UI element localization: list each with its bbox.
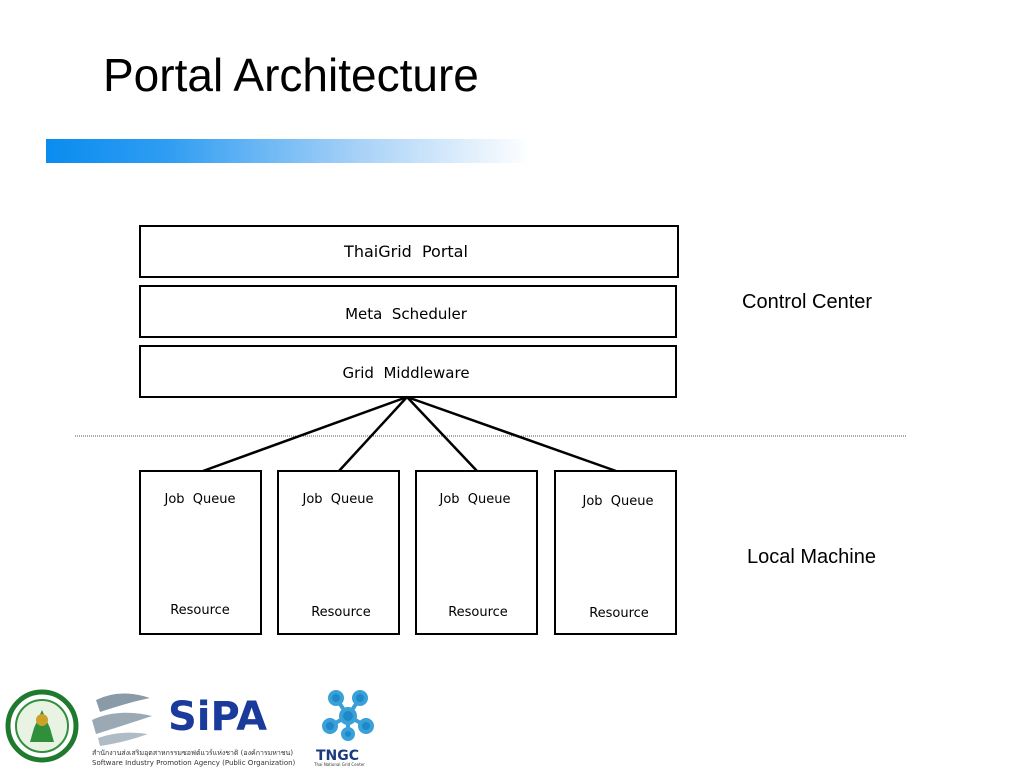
resource-label: Resource <box>448 605 508 620</box>
connector-line <box>406 395 617 473</box>
tngc-molecule-logo <box>322 690 374 741</box>
layer-label: Grid Middleware <box>342 364 469 382</box>
connector-lines <box>202 395 617 473</box>
machine-box-1: Job Queue Resource <box>139 470 262 635</box>
resource-label: Resource <box>170 603 230 618</box>
job-queue-label: Job Queue <box>163 492 235 507</box>
machine-box-2: Job Queue Resource <box>277 470 400 635</box>
sipa-thai-name: สำนักงานส่งเสริมอุตสาหกรรมซอฟต์แวร์แห่งช… <box>92 749 293 757</box>
resource-label: Resource <box>589 606 649 621</box>
sipa-wordmark: SiPA <box>168 694 267 740</box>
tngc-wordmark: TNGC <box>316 748 359 764</box>
machine-box-3: Job Queue Resource <box>415 470 538 635</box>
local-machine-label: Local Machine <box>747 546 876 568</box>
ministry-seal-logo <box>5 689 79 763</box>
machine-box-4: Job Queue Resource <box>554 470 677 635</box>
connector-line <box>406 396 478 472</box>
footer-logos: SiPA สำนักงานส่งเสริมอุตสาหกรรมซอฟต์แวร์… <box>5 689 374 767</box>
sipa-english-name: Software Industry Promotion Agency (Publ… <box>92 759 296 767</box>
control-center-label: Control Center <box>742 291 873 313</box>
layer-thaigrid-portal: ThaiGrid Portal <box>139 225 679 278</box>
layer-label: Meta Scheduler <box>345 305 468 323</box>
job-queue-label: Job Queue <box>301 492 373 507</box>
connector-line <box>338 396 408 472</box>
job-queue-label: Job Queue <box>438 492 510 507</box>
slide-title: Portal Architecture <box>103 49 479 101</box>
tngc-fullname: Thai National Grid Center <box>313 762 365 767</box>
layer-grid-middleware: Grid Middleware <box>139 345 677 398</box>
layer-label: ThaiGrid Portal <box>343 242 468 261</box>
architecture-diagram: ThaiGrid Portal Meta Scheduler Grid Midd… <box>75 225 907 635</box>
title-accent-bar <box>46 139 531 163</box>
connector-line <box>202 395 408 473</box>
job-queue-label: Job Queue <box>581 494 653 509</box>
sipa-swoosh-logo <box>92 693 152 746</box>
layer-meta-scheduler: Meta Scheduler <box>139 285 677 338</box>
resource-label: Resource <box>311 605 371 620</box>
